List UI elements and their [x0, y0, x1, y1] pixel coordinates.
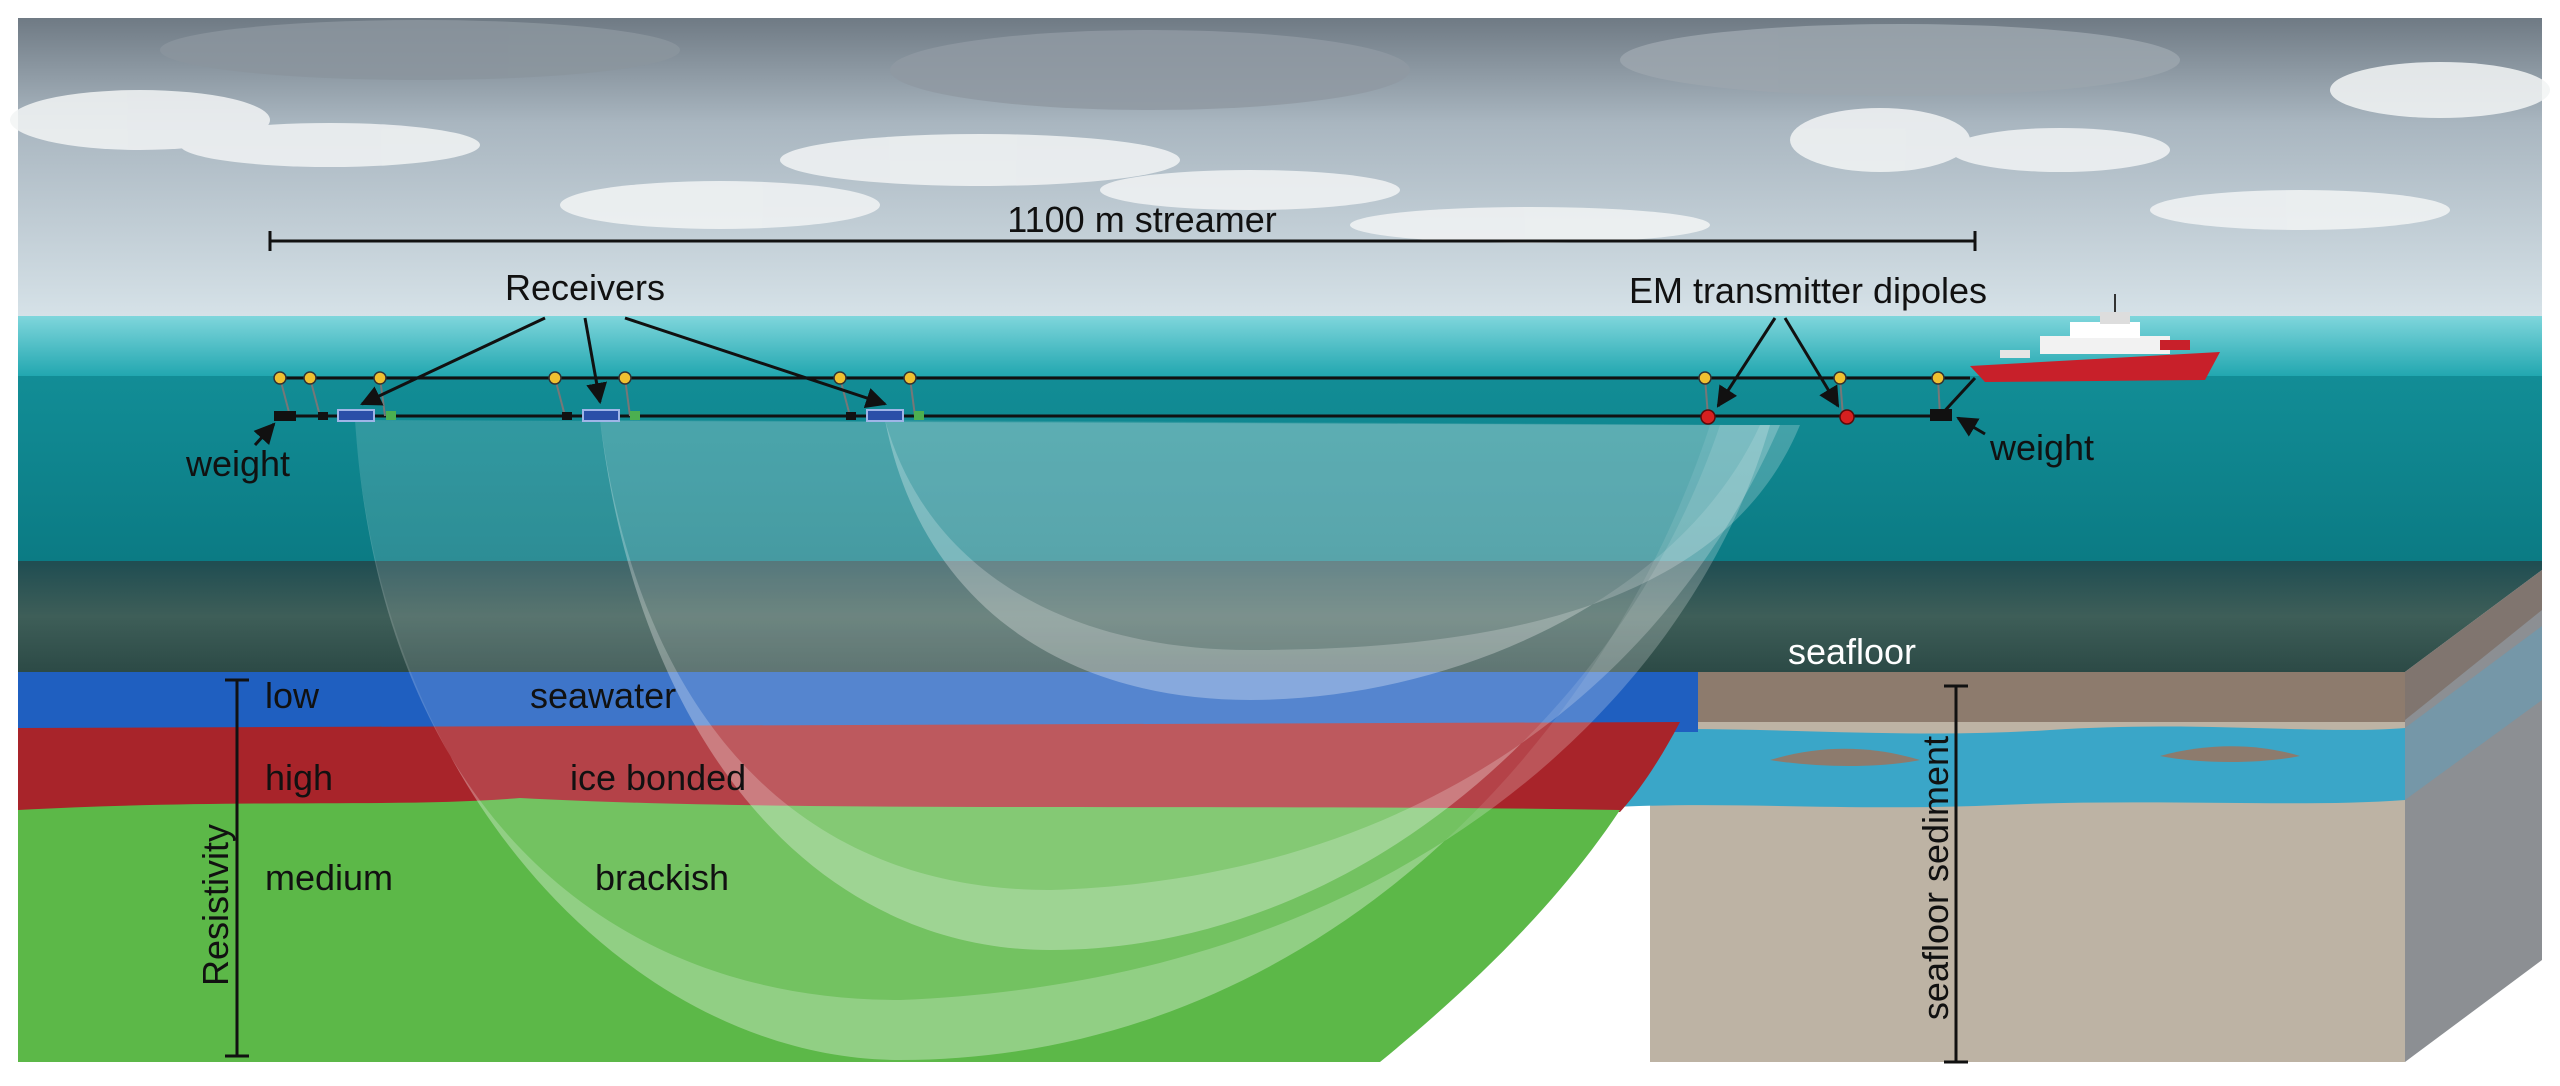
layer-high-name: ice bonded	[570, 757, 746, 798]
resistivity-axis-label: Resistivity	[195, 824, 236, 986]
weight-left-label: weight	[185, 443, 290, 484]
layer-medium-level: medium	[265, 857, 393, 898]
transmitter-dipoles	[1700, 409, 1855, 425]
weight-right-arrow	[1956, 416, 1986, 437]
sediment-scale-bar	[1944, 684, 1968, 1064]
streamer-scale-bar	[268, 231, 1977, 251]
receiver	[866, 409, 904, 422]
layer-medium	[18, 798, 1620, 1062]
receiver-arrows	[360, 316, 887, 409]
streamer-length-label: 1100 m streamer	[1007, 199, 1276, 240]
layer-high	[18, 722, 1680, 812]
layer-high-level: high	[265, 757, 333, 798]
weight-right-marker	[1930, 409, 1952, 421]
ship-icon	[1970, 294, 2220, 382]
receiver	[337, 409, 375, 422]
clouds	[10, 20, 2550, 243]
layer-low-name: seawater	[530, 675, 676, 716]
transmitter-arrows	[1716, 317, 1840, 408]
receivers-label: Receivers	[505, 267, 665, 308]
resistivity-scale-bar	[225, 678, 249, 1058]
water-column	[18, 376, 2542, 561]
transmitter-dipoles-label: EM transmitter dipoles	[1629, 270, 1987, 311]
sediment-block	[1600, 570, 2542, 1062]
seafloor-label: seafloor	[1788, 631, 1916, 672]
layer-low-level: low	[265, 675, 320, 716]
weight-right-label: weight	[1989, 427, 2094, 468]
sky	[10, 18, 2550, 318]
floats	[273, 371, 1945, 385]
em-field-arcs	[355, 420, 1800, 1060]
layer-medium-name: brackish	[595, 857, 729, 898]
streamer	[273, 371, 1977, 425]
weight-left-marker	[274, 411, 296, 421]
transmitter-electrode	[1839, 409, 1855, 425]
seafloor-sediment-label: seafloor sediment	[1915, 736, 1956, 1020]
transmitter-electrode	[1700, 409, 1716, 425]
weight-left-arrow	[253, 422, 276, 447]
resistivity-layers	[18, 672, 1698, 1062]
receiver	[582, 409, 620, 422]
layer-low	[18, 672, 1698, 732]
receiver-units	[337, 409, 924, 422]
seafloor-band	[18, 561, 2542, 672]
